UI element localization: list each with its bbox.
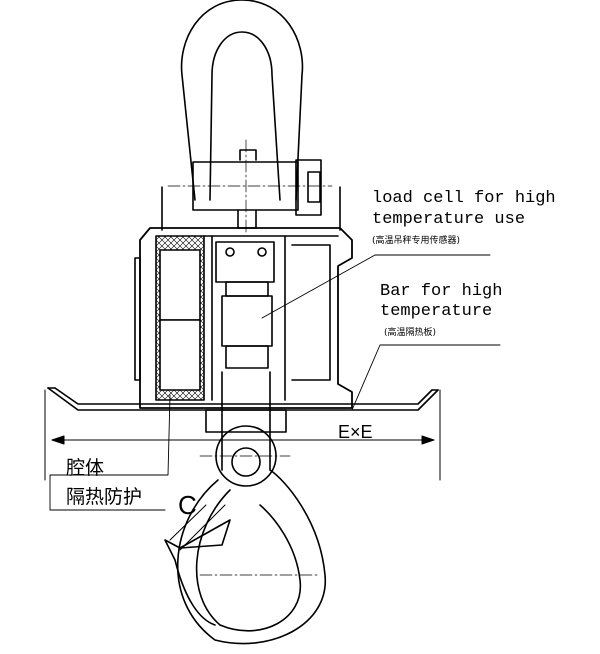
heat-shield-bar [47, 387, 439, 433]
hook [164, 371, 326, 645]
bar-label-line2: temperature [380, 302, 493, 321]
cavity-label-line1: 腔体 [66, 457, 105, 479]
load-cell-label-cn: (高温吊秤专用传感器) [372, 236, 461, 246]
load-cell-label-line2: temperature use [372, 210, 526, 229]
load-cell [215, 241, 275, 369]
cavity-label-line2: 隔热防护 [66, 486, 143, 508]
load-cell-label-line1: load cell for high [372, 189, 556, 208]
dimension-label: E×E [338, 422, 373, 442]
bar-label-cn: (高温隔热板) [384, 328, 437, 338]
dimension-lines [44, 389, 441, 481]
throat-dimension [169, 504, 226, 551]
shackle [180, 0, 322, 229]
scale-housing [134, 227, 353, 409]
leader-lines [49, 254, 501, 511]
throat-label: C [178, 490, 197, 520]
bar-label-line1: Bar for high [380, 282, 503, 301]
